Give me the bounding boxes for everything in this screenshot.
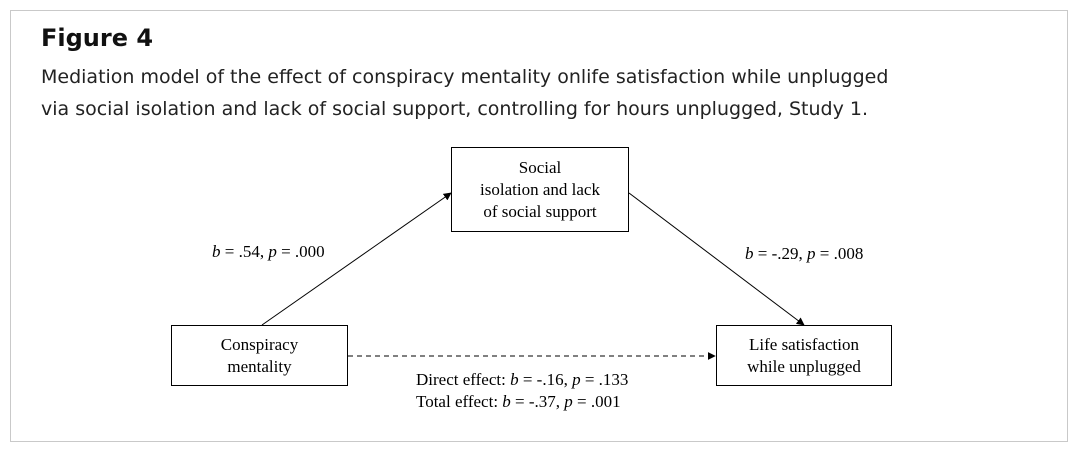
path-a-arrow	[261, 192, 452, 326]
figure-caption: Mediation model of the effect of conspir…	[41, 61, 1051, 125]
total-effect-label: Total effect: b = -.37, p = .001	[416, 392, 621, 411]
predictor-line-2: mentality	[227, 356, 292, 376]
outcome-node: Life satisfaction while unplugged	[716, 325, 892, 386]
caption-line-1: Mediation model of the effect of conspir…	[41, 66, 889, 88]
mediator-node: Social isolation and lack of social supp…	[451, 147, 629, 232]
outcome-line-2: while unplugged	[747, 356, 861, 376]
predictor-line-1: Conspiracy	[220, 334, 299, 354]
mediator-line-1: Social	[518, 157, 562, 177]
caption-line-2: via social isolation and lack of social …	[41, 98, 868, 120]
predictor-node: Conspiracy mentality	[171, 325, 348, 386]
mediator-line-2: isolation and lack	[480, 179, 600, 199]
path-a-label: b = .54, p = .000	[212, 242, 325, 261]
path-b-arrow	[628, 192, 805, 326]
outcome-line-1: Life satisfaction	[749, 334, 859, 354]
mediator-line-3: of social support	[483, 201, 597, 221]
figure-label: Figure 4	[41, 24, 154, 52]
direct-effect-label: Direct effect: b = -.16, p = .133	[416, 370, 629, 389]
path-b-label: b = -.29, p = .008	[745, 244, 864, 263]
